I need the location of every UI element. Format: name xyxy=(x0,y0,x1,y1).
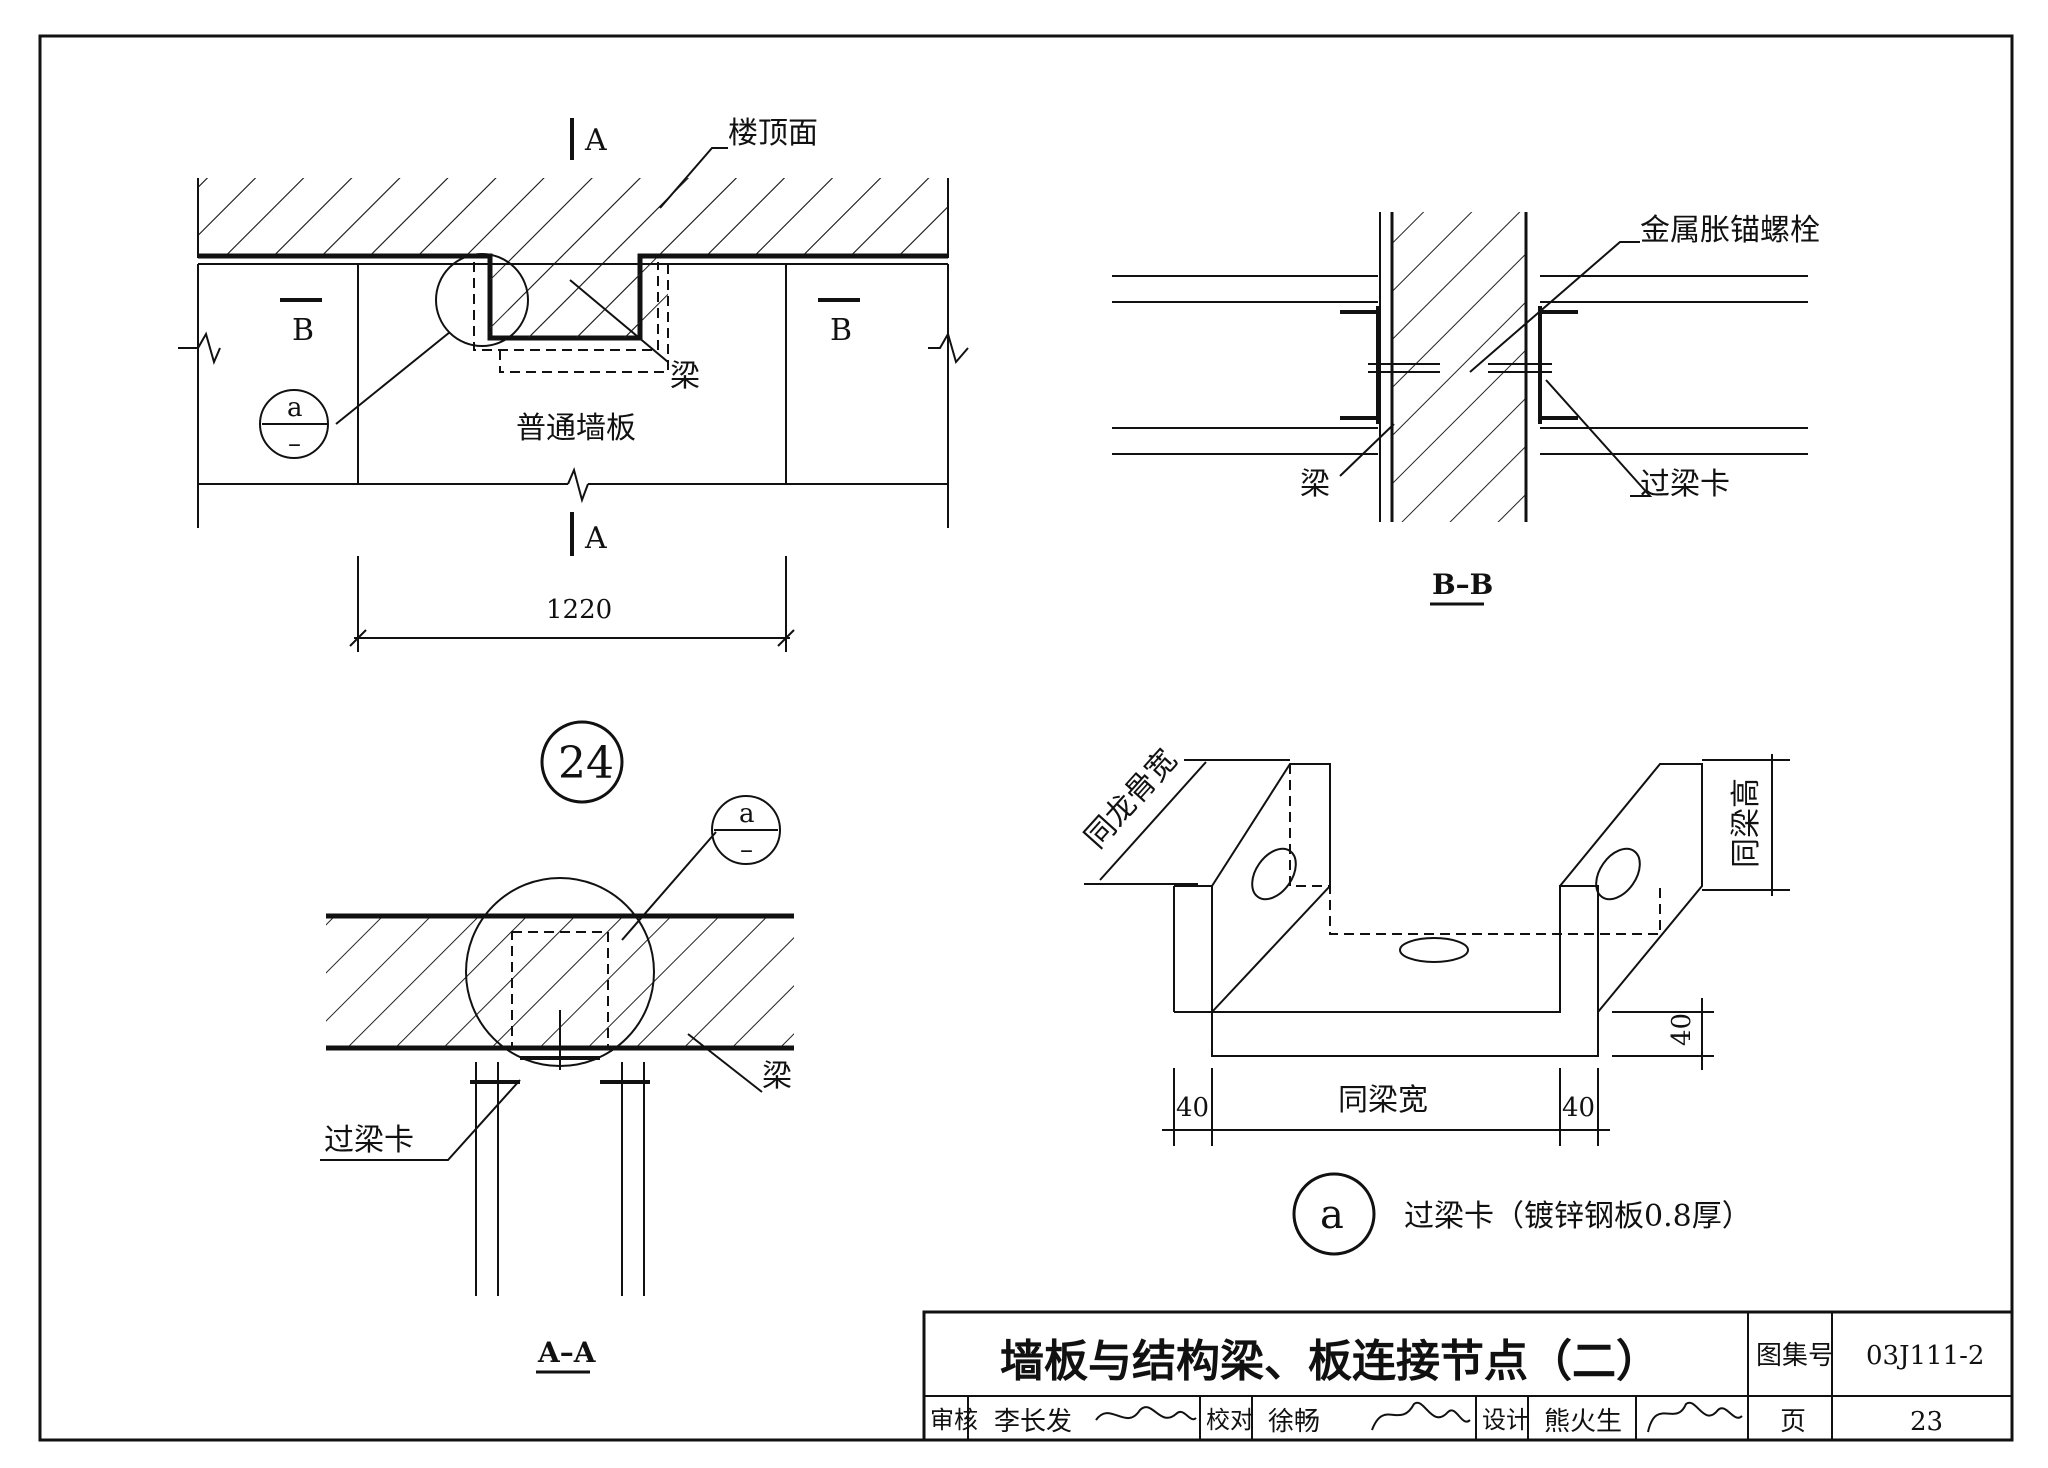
section-a-a: a – 梁 过梁卡 A–A xyxy=(320,795,794,1374)
beam-width-label: 同梁宽 xyxy=(1338,1083,1428,1118)
detail-circle xyxy=(435,253,529,347)
detail-number-circle xyxy=(540,720,624,804)
dim-left: 40 xyxy=(1176,1093,1209,1123)
clip-label: 过梁卡 xyxy=(1640,467,1730,502)
detail-circle-letter: a xyxy=(1320,1192,1344,1238)
elevation-view: A A B B 楼顶面 梁 普通墙板 a – 1220 xyxy=(178,116,969,652)
detail-number: 24 xyxy=(558,738,614,789)
beam-label-aa: 梁 xyxy=(762,1059,792,1094)
detail-ref-bubble-aa xyxy=(711,795,781,865)
review-signature xyxy=(1095,1406,1197,1421)
check-signature xyxy=(1371,1401,1471,1431)
keel-width-label: 同龙骨宽 xyxy=(1078,743,1184,856)
page-label: 页 xyxy=(1780,1407,1806,1437)
check-label: 校对 xyxy=(1206,1406,1254,1434)
section-mark-b-right: B xyxy=(830,313,852,348)
clip-caption: 过梁卡（镀锌钢板0.8厚） xyxy=(1404,1199,1752,1234)
beam-label: 梁 xyxy=(670,359,700,394)
review-label: 审核 xyxy=(930,1406,978,1434)
drawing-title: 墙板与结构梁、板连接节点（二） xyxy=(1000,1336,1660,1387)
design-signature xyxy=(1647,1401,1743,1433)
detail-ref-bottom-aa: – xyxy=(740,835,753,865)
wall-label: 普通墙板 xyxy=(516,411,636,446)
detail-circle-a xyxy=(1292,1172,1376,1256)
section-mark-b-left: B xyxy=(292,313,314,348)
section-title-aa: A–A xyxy=(537,1336,597,1369)
section-b-b: 金属胀锚螺栓 过梁卡 梁 B–B xyxy=(1112,212,1820,606)
atlas-label: 图集号 xyxy=(1756,1341,1834,1371)
beam-height-label: 同梁高 xyxy=(1729,778,1764,868)
section-mark-a-top: A xyxy=(584,123,607,158)
beam-label-bb: 梁 xyxy=(1300,467,1330,502)
detail-ref-bottom: – xyxy=(288,429,301,459)
clip-label-aa: 过梁卡 xyxy=(324,1123,414,1158)
title-block: 墙板与结构梁、板连接节点（二） 图集号 03J111-2 审核 李长发 校对 徐… xyxy=(922,1310,2014,1442)
detail-ref-top: a xyxy=(287,393,303,423)
dim-right: 40 xyxy=(1562,1093,1595,1123)
section-title-bb: B–B xyxy=(1432,568,1493,601)
atlas-number: 03J111-2 xyxy=(1866,1341,1984,1371)
check-name: 徐畅 xyxy=(1268,1407,1320,1437)
dimension-1220: 1220 xyxy=(546,595,612,625)
detail-ref-top-aa: a xyxy=(739,799,755,829)
roof-label: 楼顶面 xyxy=(728,116,818,151)
dim-flange: 40 xyxy=(1667,1013,1697,1046)
clip-detail: 同龙骨宽 同梁高 40 40 同梁宽 40 a 过梁卡（镀锌钢板0.8厚） xyxy=(1078,743,1790,1256)
section-mark-a-bottom: A xyxy=(584,521,607,556)
review-name: 李长发 xyxy=(994,1407,1072,1437)
design-label: 设计 xyxy=(1482,1406,1530,1434)
page-number: 23 xyxy=(1910,1407,1943,1437)
design-name: 熊火生 xyxy=(1544,1407,1622,1437)
anchor-label: 金属胀锚螺栓 xyxy=(1640,213,1820,248)
